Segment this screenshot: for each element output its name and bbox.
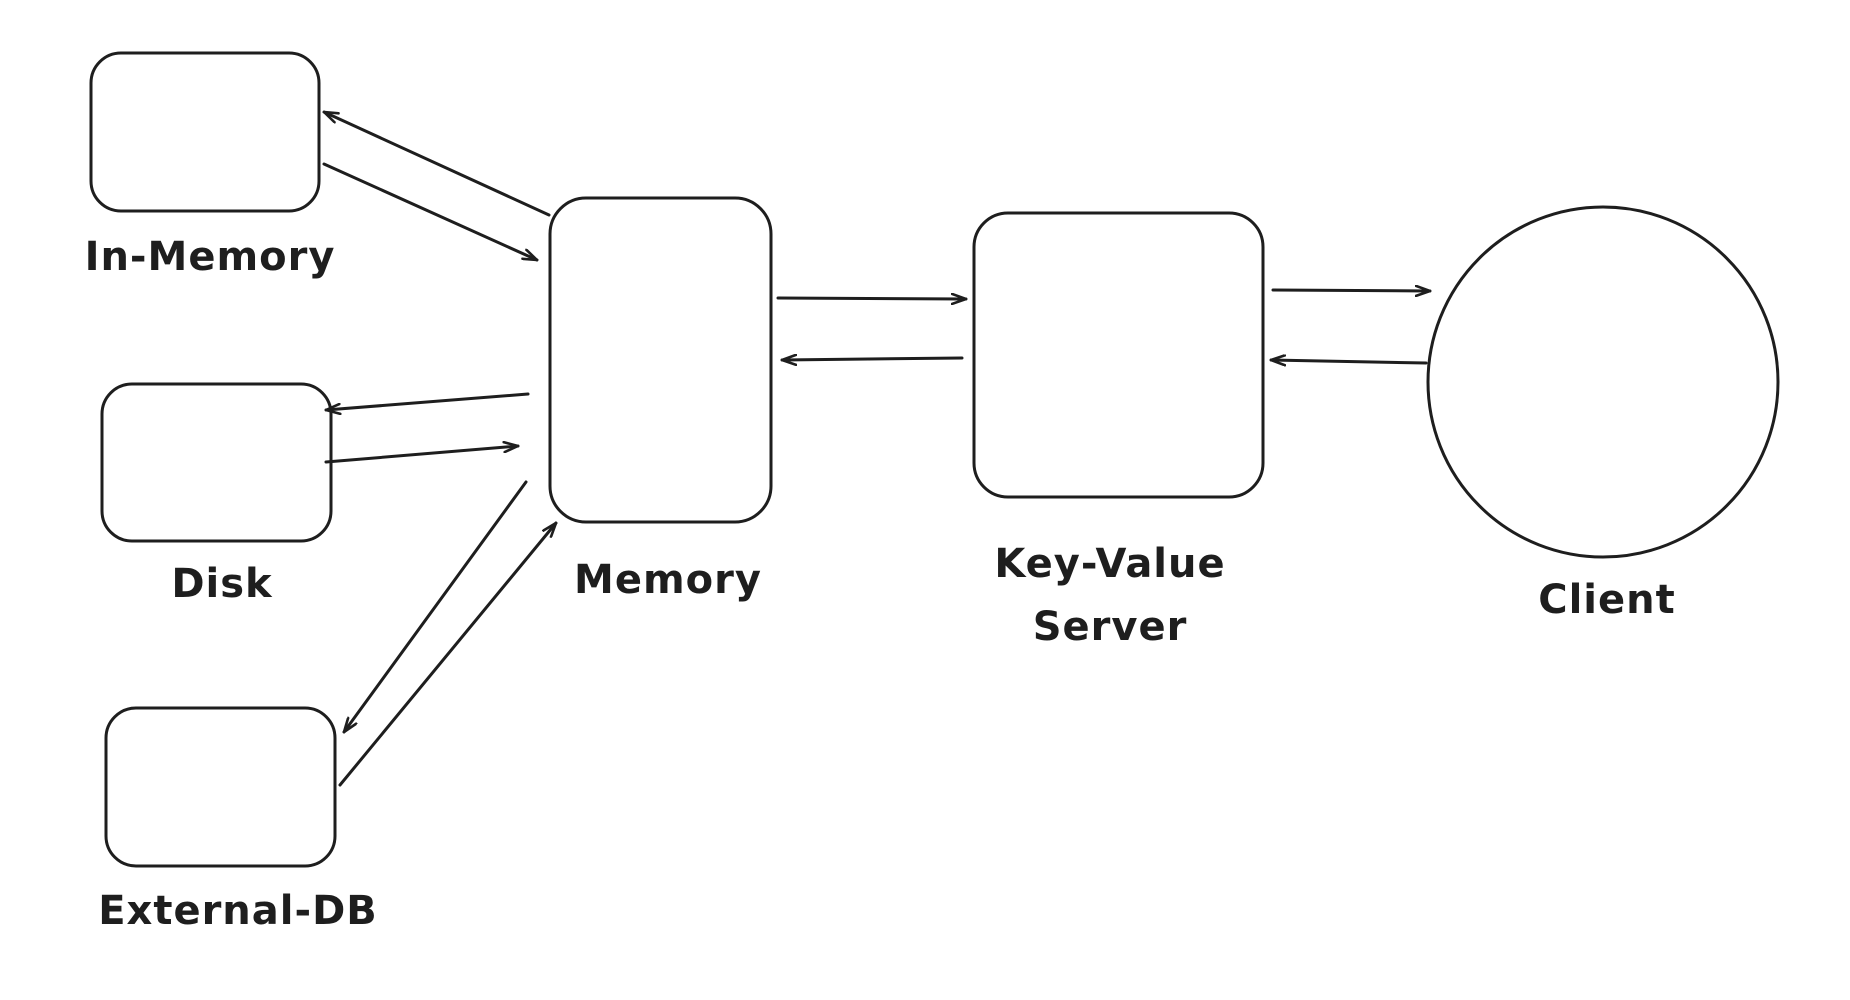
edge-kv-server-to-memory bbox=[780, 358, 964, 360]
in-memory-box[interactable] bbox=[89, 51, 321, 213]
in-memory-label: In-Memory bbox=[85, 234, 336, 280]
memory-box[interactable] bbox=[548, 196, 773, 524]
edge-memory-to-kv-server bbox=[776, 298, 968, 299]
edge-memory-to-external-db bbox=[342, 480, 528, 734]
edge-external-db-to-memory bbox=[338, 521, 558, 787]
edge-kv-server-to-client bbox=[1271, 290, 1432, 291]
client-label: Client bbox=[1538, 577, 1676, 623]
edge-memory-to-in-memory bbox=[322, 110, 551, 217]
edge-memory-to-disk bbox=[324, 392, 530, 410]
disk-box[interactable] bbox=[100, 382, 333, 543]
memory-label: Memory bbox=[574, 557, 762, 603]
edge-disk-to-memory bbox=[324, 446, 520, 464]
external-db-box[interactable] bbox=[104, 706, 337, 868]
disk-label: Disk bbox=[171, 561, 273, 607]
edge-client-to-kv-server bbox=[1269, 360, 1428, 363]
key-value-server-label-line2: Server bbox=[1033, 604, 1188, 650]
client-circle[interactable] bbox=[1426, 205, 1780, 559]
key-value-server-label-line1: Key-Value bbox=[994, 541, 1225, 587]
key-value-server-box[interactable] bbox=[972, 211, 1265, 499]
external-db-label: External-DB bbox=[98, 888, 378, 934]
edge-in-memory-to-memory bbox=[322, 162, 539, 262]
